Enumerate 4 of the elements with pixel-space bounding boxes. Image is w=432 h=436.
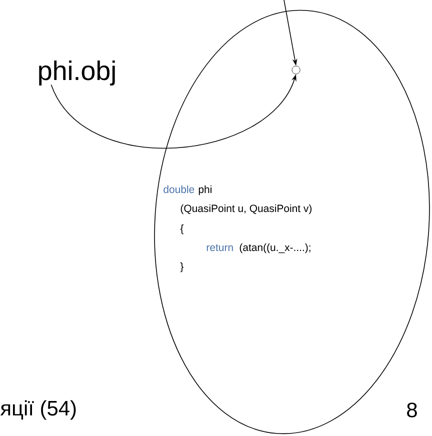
connection-point [292, 66, 300, 74]
page-number: 8 [407, 402, 417, 418]
page-footer-text: яції (54) [0, 400, 76, 420]
file-name-label: phi.obj [39, 60, 115, 86]
